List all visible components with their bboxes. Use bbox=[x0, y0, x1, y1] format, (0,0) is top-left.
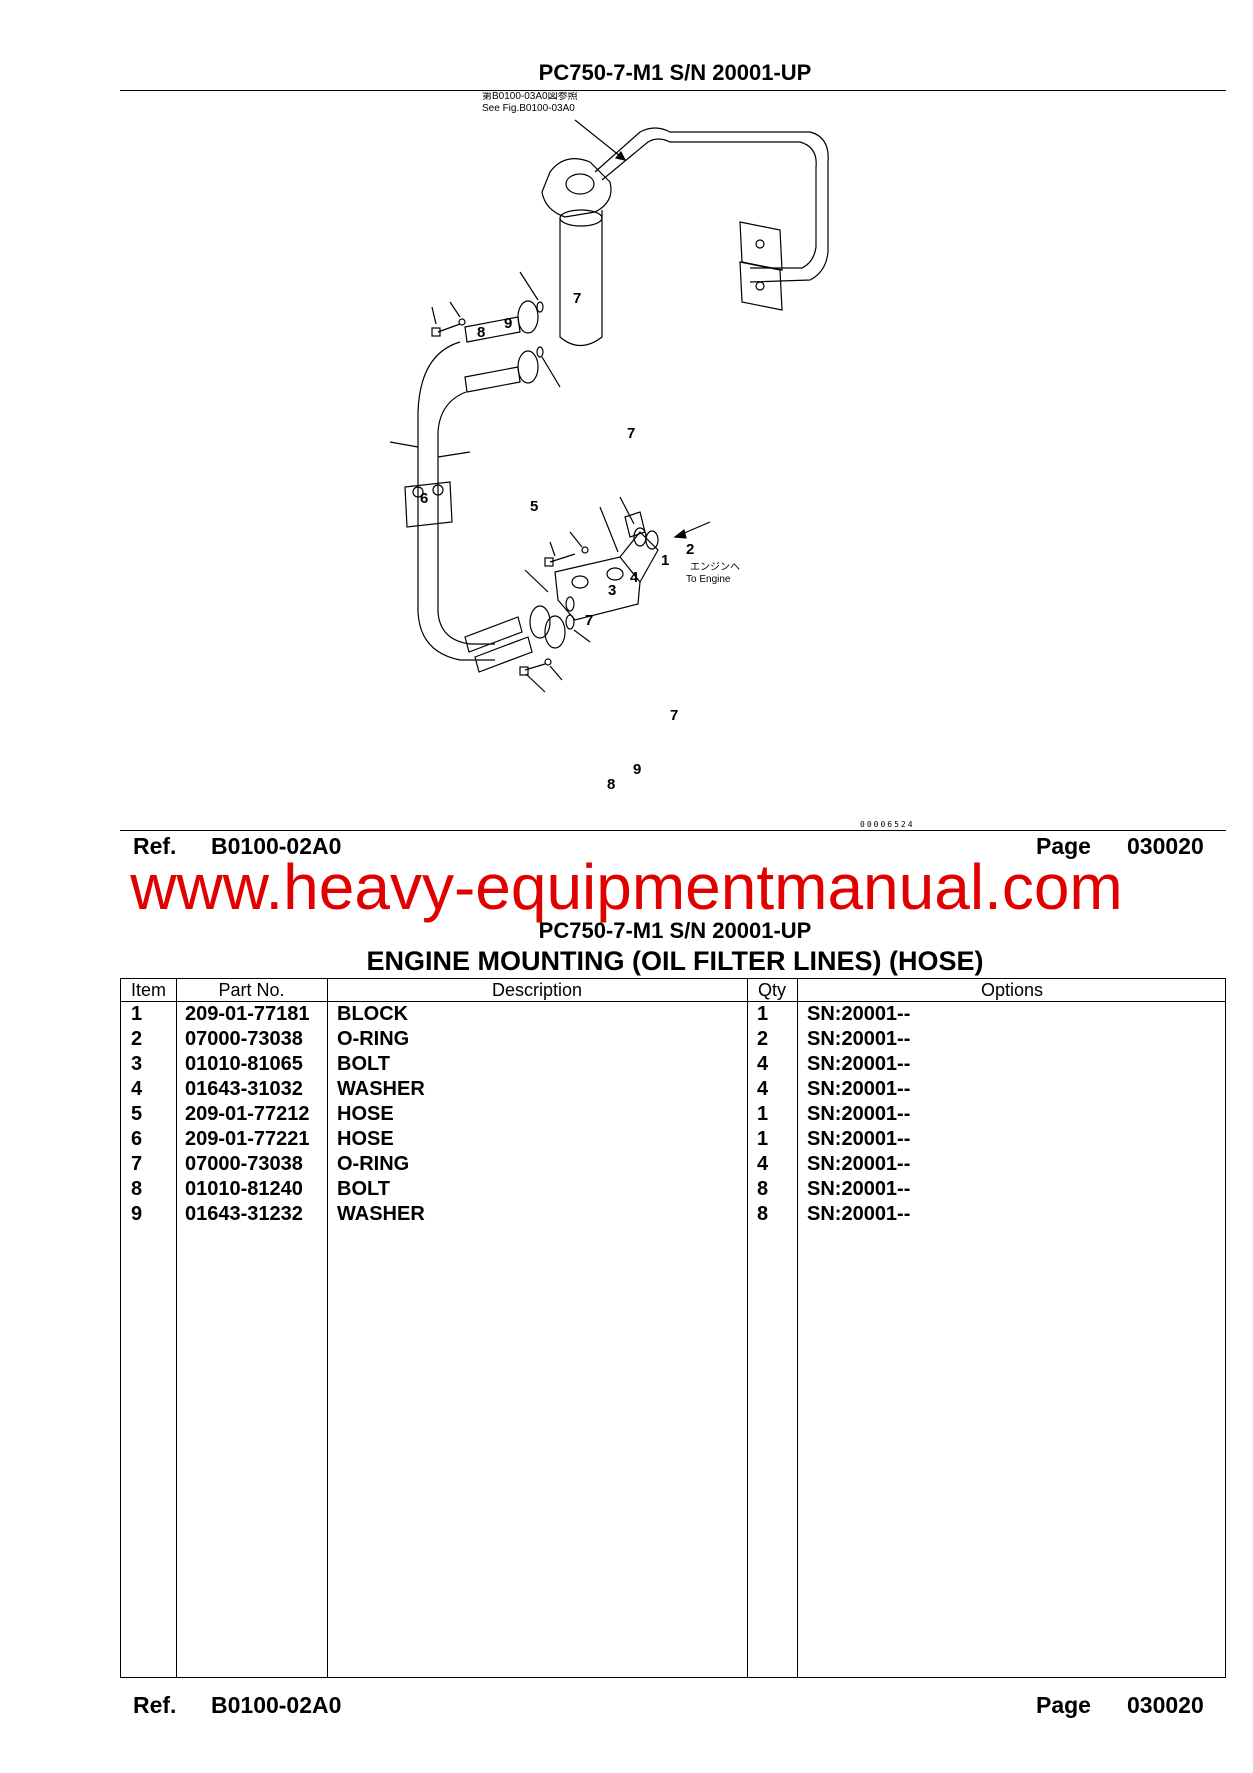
header-part-no: Part No. bbox=[218, 980, 285, 1000]
header-options: Options bbox=[980, 980, 1044, 1000]
ref-code: B0100-02A0 bbox=[211, 833, 342, 859]
header-rule bbox=[120, 90, 1226, 91]
reference-note-en: See Fig.B0100-03A0 bbox=[482, 103, 575, 114]
engine-note-jp: エンジンへ bbox=[690, 562, 740, 573]
header-qty: Qty bbox=[757, 980, 786, 1000]
engine-note-en: To Engine bbox=[686, 574, 731, 585]
ref-bar-bottom: Ref. B0100-02A0 Page 030020 bbox=[133, 1692, 1213, 1722]
callout-9: 9 bbox=[633, 761, 641, 778]
callout-2: 2 bbox=[686, 541, 694, 558]
callout-7: 7 bbox=[627, 425, 635, 442]
callout-7: 7 bbox=[573, 290, 581, 307]
drawing-code: 00006524 bbox=[860, 820, 915, 829]
header-item: Item bbox=[130, 980, 166, 1000]
callout-8: 8 bbox=[607, 776, 615, 793]
reference-note-jp: 第B0100-03A0図参照 bbox=[482, 92, 578, 102]
callout-7: 7 bbox=[670, 707, 678, 724]
callout-1: 1 bbox=[661, 552, 669, 569]
callout-8: 8 bbox=[477, 324, 485, 341]
ref-label: Ref. bbox=[133, 833, 177, 859]
section-title: ENGINE MOUNTING (OIL FILTER LINES) (HOSE… bbox=[366, 946, 984, 976]
callout-5: 5 bbox=[530, 498, 538, 515]
page-model-title: PC750-7-M1 S/N 20001-UP bbox=[538, 60, 812, 85]
header-description: Description bbox=[491, 980, 583, 1000]
watermark-url: www.heavy-equipmentmanual.com bbox=[130, 851, 1123, 923]
page-label: Page bbox=[1036, 833, 1091, 859]
ref-label: Ref. bbox=[133, 1692, 177, 1718]
callout-9: 9 bbox=[504, 315, 512, 332]
exploded-parts-diagram: 第B0100-03A0図参照 See Fig.B0100-03A0 エンジンへ … bbox=[389, 89, 950, 812]
ref-bar-top: Ref. B0100-02A0 Page 030020 bbox=[133, 833, 1213, 863]
callout-4: 4 bbox=[630, 569, 639, 586]
page-number: 030020 bbox=[1127, 833, 1204, 859]
diagram-bottom-rule bbox=[120, 830, 1226, 831]
page-label: Page bbox=[1036, 1692, 1091, 1718]
callout-3: 3 bbox=[608, 582, 616, 599]
callout-6: 6 bbox=[420, 490, 428, 507]
page-number: 030020 bbox=[1127, 1692, 1204, 1718]
callout-7: 7 bbox=[585, 612, 593, 629]
section-model-title: PC750-7-M1 S/N 20001-UP bbox=[538, 918, 812, 943]
ref-code: B0100-02A0 bbox=[211, 1692, 342, 1718]
